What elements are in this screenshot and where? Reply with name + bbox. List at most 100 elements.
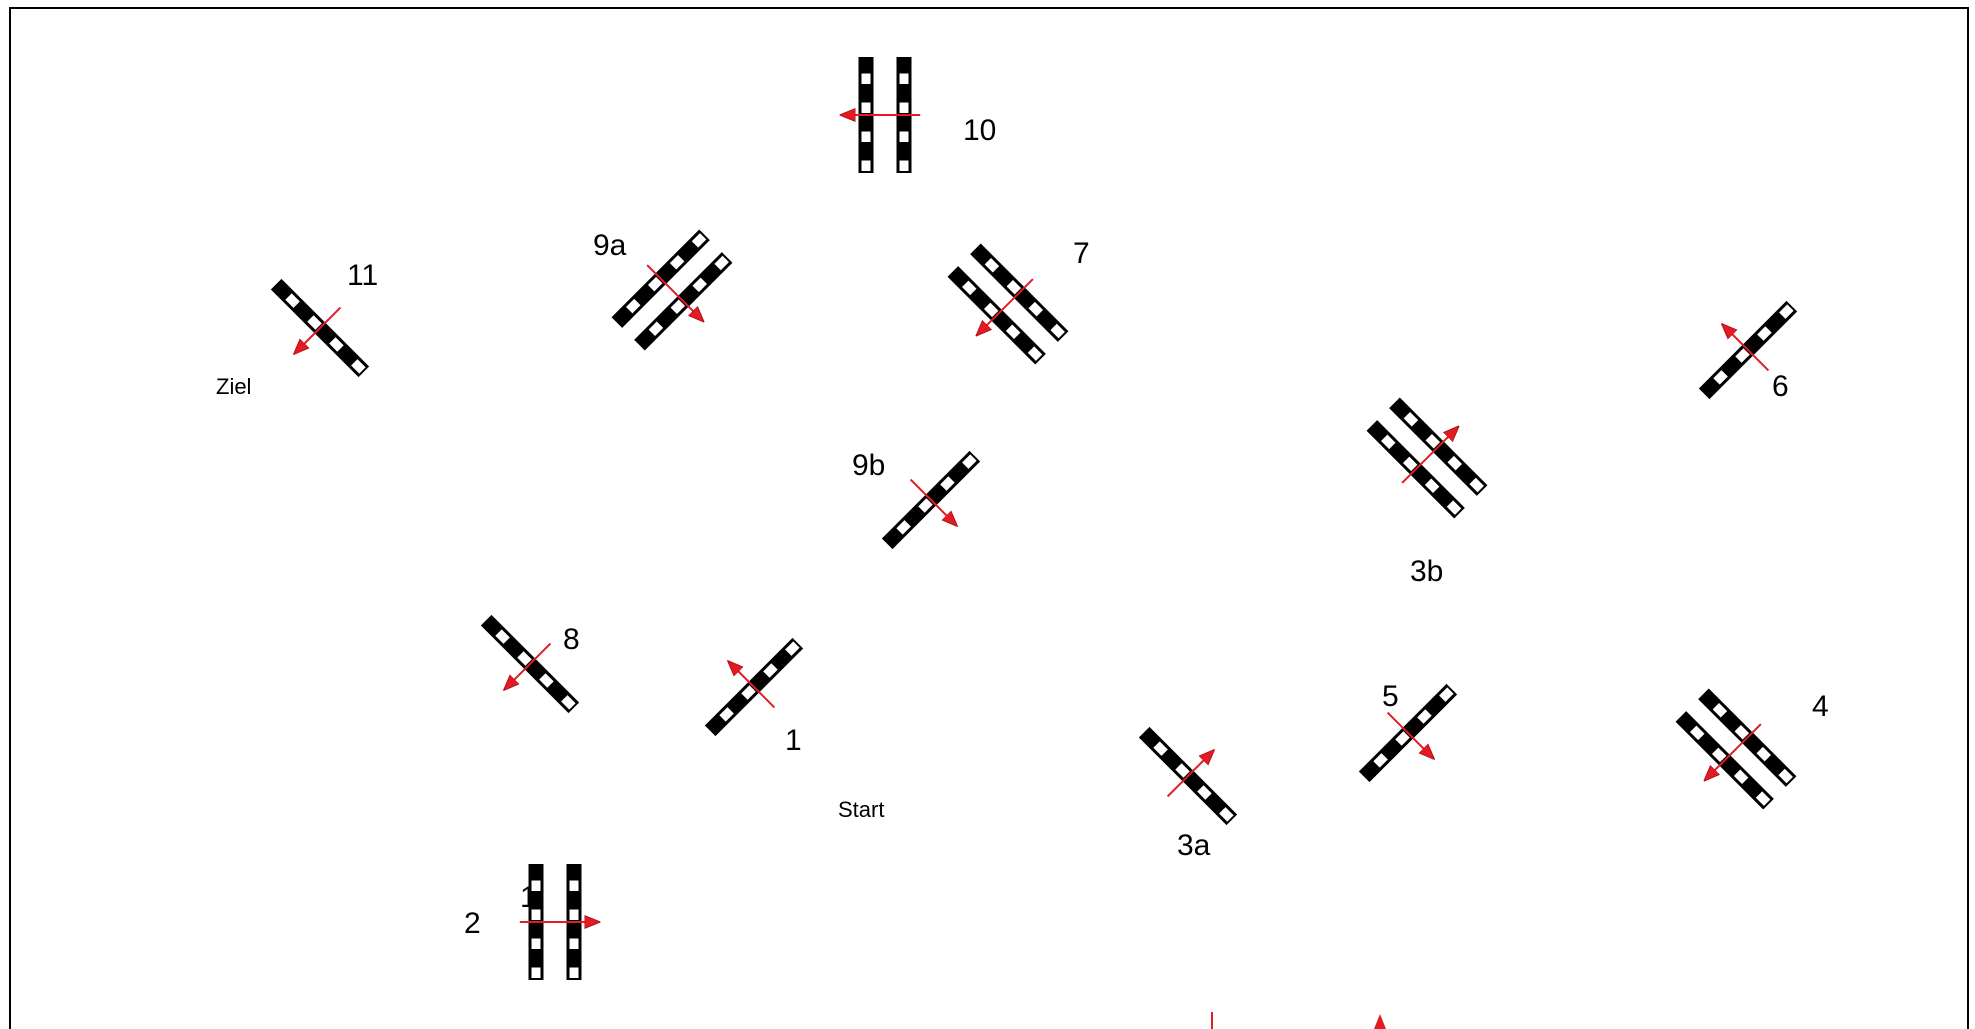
- pole-stripe: [896, 520, 911, 535]
- pole-stripe: [1756, 746, 1772, 762]
- pole-stripe: [962, 280, 977, 296]
- pole-stripe: [531, 909, 541, 920]
- direction-arrow: [909, 478, 957, 526]
- pole-stripe: [1757, 326, 1772, 341]
- obstacle-11: [270, 278, 370, 378]
- direction-arrow: [505, 642, 552, 690]
- pole-stripe: [861, 131, 871, 142]
- pole-stripe: [1175, 763, 1190, 778]
- pole-stripe: [1028, 301, 1044, 317]
- pole-stripe: [1402, 456, 1418, 472]
- obstacle-3b: [1366, 397, 1488, 519]
- obstacle-4: [1675, 688, 1797, 810]
- pole-stripe: [1403, 412, 1419, 427]
- pole-stripe: [1711, 747, 1727, 763]
- pole-stripe: [692, 277, 708, 293]
- obstacle-label-2-overlap: 1: [520, 881, 537, 914]
- pole-stripe: [307, 315, 322, 330]
- pole-stripe: [1439, 687, 1454, 702]
- obstacle-5: [1358, 683, 1458, 783]
- pole-stripe: [648, 321, 664, 336]
- direction-arrow: [1705, 723, 1762, 780]
- obstacle-3a: [1138, 726, 1238, 826]
- direction-arrow: [295, 306, 342, 354]
- direction-arrow: [1401, 427, 1458, 484]
- pole-stripe: [899, 160, 909, 171]
- pole-stripe: [1197, 785, 1212, 800]
- pole-stripe: [719, 707, 734, 722]
- pole-stripe: [714, 255, 729, 271]
- obstacle-label-10: 10: [963, 114, 996, 147]
- pole-stripe: [569, 880, 579, 891]
- pole-stripe: [984, 258, 1000, 273]
- pole-stripe: [1734, 724, 1750, 740]
- direction-arrow: [977, 278, 1034, 335]
- pole-stripe: [1395, 731, 1410, 746]
- pole-stripe: [669, 254, 685, 270]
- pole-stripe: [962, 454, 977, 469]
- pole-stripe: [899, 131, 909, 142]
- obstacle-10: [841, 57, 921, 173]
- pole-stripe: [861, 160, 871, 171]
- pole-stripe: [691, 233, 707, 248]
- pole-stripe: [285, 293, 300, 308]
- pole-stripe: [1219, 807, 1234, 822]
- pole-stripe: [763, 663, 778, 678]
- obstacle-label-9a: 9a: [593, 229, 627, 262]
- pole-stripe: [670, 299, 686, 315]
- obstacle-label-4: 4: [1812, 690, 1829, 723]
- pole-stripe: [1373, 753, 1388, 768]
- direction-arrow: [1723, 325, 1770, 372]
- pole-stripe: [531, 880, 541, 891]
- pole-stripe: [1005, 324, 1021, 340]
- pole-stripe: [647, 276, 663, 292]
- obstacle-label-2: 2: [464, 907, 481, 940]
- pole-stripe: [1735, 348, 1750, 363]
- obstacle-label-8: 8: [563, 623, 580, 656]
- pole-stripe: [531, 967, 541, 978]
- pole-stripe: [1690, 725, 1705, 741]
- pole-stripe: [899, 73, 909, 84]
- direction-arrow: [646, 264, 703, 321]
- pole-stripe: [1713, 370, 1728, 385]
- obstacle-9b: [881, 450, 981, 550]
- obstacle-label-11: 11: [347, 259, 378, 292]
- pole-stripe: [561, 695, 576, 710]
- pole-stripe: [1733, 769, 1749, 785]
- pole-stripe: [940, 476, 955, 491]
- pole-stripe: [539, 673, 554, 688]
- obstacle-9a: [611, 229, 733, 351]
- obstacle-7: [947, 243, 1069, 365]
- pole-stripe: [918, 498, 933, 513]
- obstacle-label-6: 6: [1772, 370, 1789, 403]
- pole-stripe: [785, 641, 800, 656]
- diagram-frame: [9, 7, 1969, 1029]
- pole-stripe: [1447, 455, 1463, 471]
- direction-arrow: [729, 662, 776, 709]
- pole-stripe: [1446, 500, 1462, 515]
- pole-stripe: [569, 909, 579, 920]
- pole-stripe: [626, 298, 641, 314]
- pole-stripe: [1778, 768, 1793, 784]
- obstacle-label-7: 7: [1073, 237, 1090, 270]
- pole-stripe: [1153, 741, 1168, 756]
- direction-arrow: [1166, 751, 1214, 798]
- finish-label: Ziel: [216, 374, 251, 399]
- pole-stripe: [569, 967, 579, 978]
- obstacle-label-3a: 3a: [1177, 829, 1211, 862]
- obstacle-label-9b: 9b: [852, 449, 885, 482]
- pole-stripe: [1755, 791, 1771, 806]
- obstacle-1: [704, 637, 804, 737]
- pole-stripe: [1779, 304, 1794, 319]
- pole-stripe: [1417, 709, 1432, 724]
- pole-stripe: [495, 629, 510, 644]
- pole-stripe: [741, 685, 756, 700]
- obstacle-2: [519, 864, 599, 980]
- obstacle-label-5: 5: [1382, 680, 1399, 713]
- pole-stripe: [861, 102, 871, 113]
- pole-stripe: [1425, 433, 1441, 449]
- pole-stripe: [1050, 323, 1065, 339]
- pole-stripe: [861, 73, 871, 84]
- obstacle-8: [480, 614, 580, 714]
